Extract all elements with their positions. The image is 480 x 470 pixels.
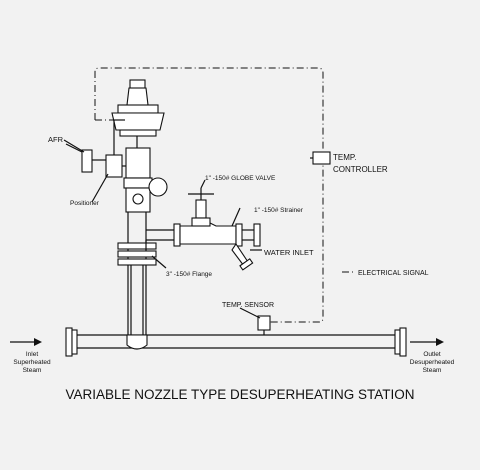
electrical-signal-label: ELECTRICAL SIGNAL: [358, 270, 429, 277]
temp-controller-label-line2: CONTROLLER: [333, 165, 388, 174]
positioner-label: Positioner: [70, 200, 100, 207]
outlet-label-line1: Outlet: [423, 351, 441, 358]
outlet-label-line3: Steam: [423, 367, 442, 374]
pressure-gauge: [148, 177, 168, 197]
inlet-label-line2: Superheated: [13, 359, 51, 366]
afr-unit: [65, 143, 106, 173]
inlet-label-line1: Inlet: [26, 351, 38, 358]
flange-label: 3" -150# Flange: [166, 271, 212, 278]
outlet-label-line2: Desuperheated: [410, 359, 455, 366]
inlet-label-line3: Steam: [23, 367, 42, 374]
temp-controller-box: [312, 151, 331, 165]
nozzle-assembly: [117, 212, 157, 350]
valve-actuator: [111, 79, 165, 213]
afr-label: AFR: [48, 135, 64, 144]
inlet-arrow: [10, 338, 42, 346]
positioner: [105, 119, 126, 178]
main-steam-pipe: [65, 327, 407, 357]
leader-lines: [63, 139, 313, 319]
temp-sensor-label: TEMP. SENSOR: [222, 302, 274, 309]
electrical-signal-loop: [94, 67, 324, 323]
temp-sensor: [257, 315, 271, 335]
globe-valve-label: 1" -150# GLOBE VALVE: [205, 175, 276, 182]
outlet-arrow: [410, 338, 444, 346]
water-inlet-label: WATER INLET: [264, 248, 314, 257]
globe-valve: [188, 188, 214, 227]
diagram-title: VARIABLE NOZZLE TYPE DESUPERHEATING STAT…: [65, 387, 414, 402]
water-line: [145, 221, 261, 271]
temp-controller-label-line1: TEMP.: [333, 153, 356, 162]
strainer-label: 1" -150# Strainer: [254, 207, 304, 214]
